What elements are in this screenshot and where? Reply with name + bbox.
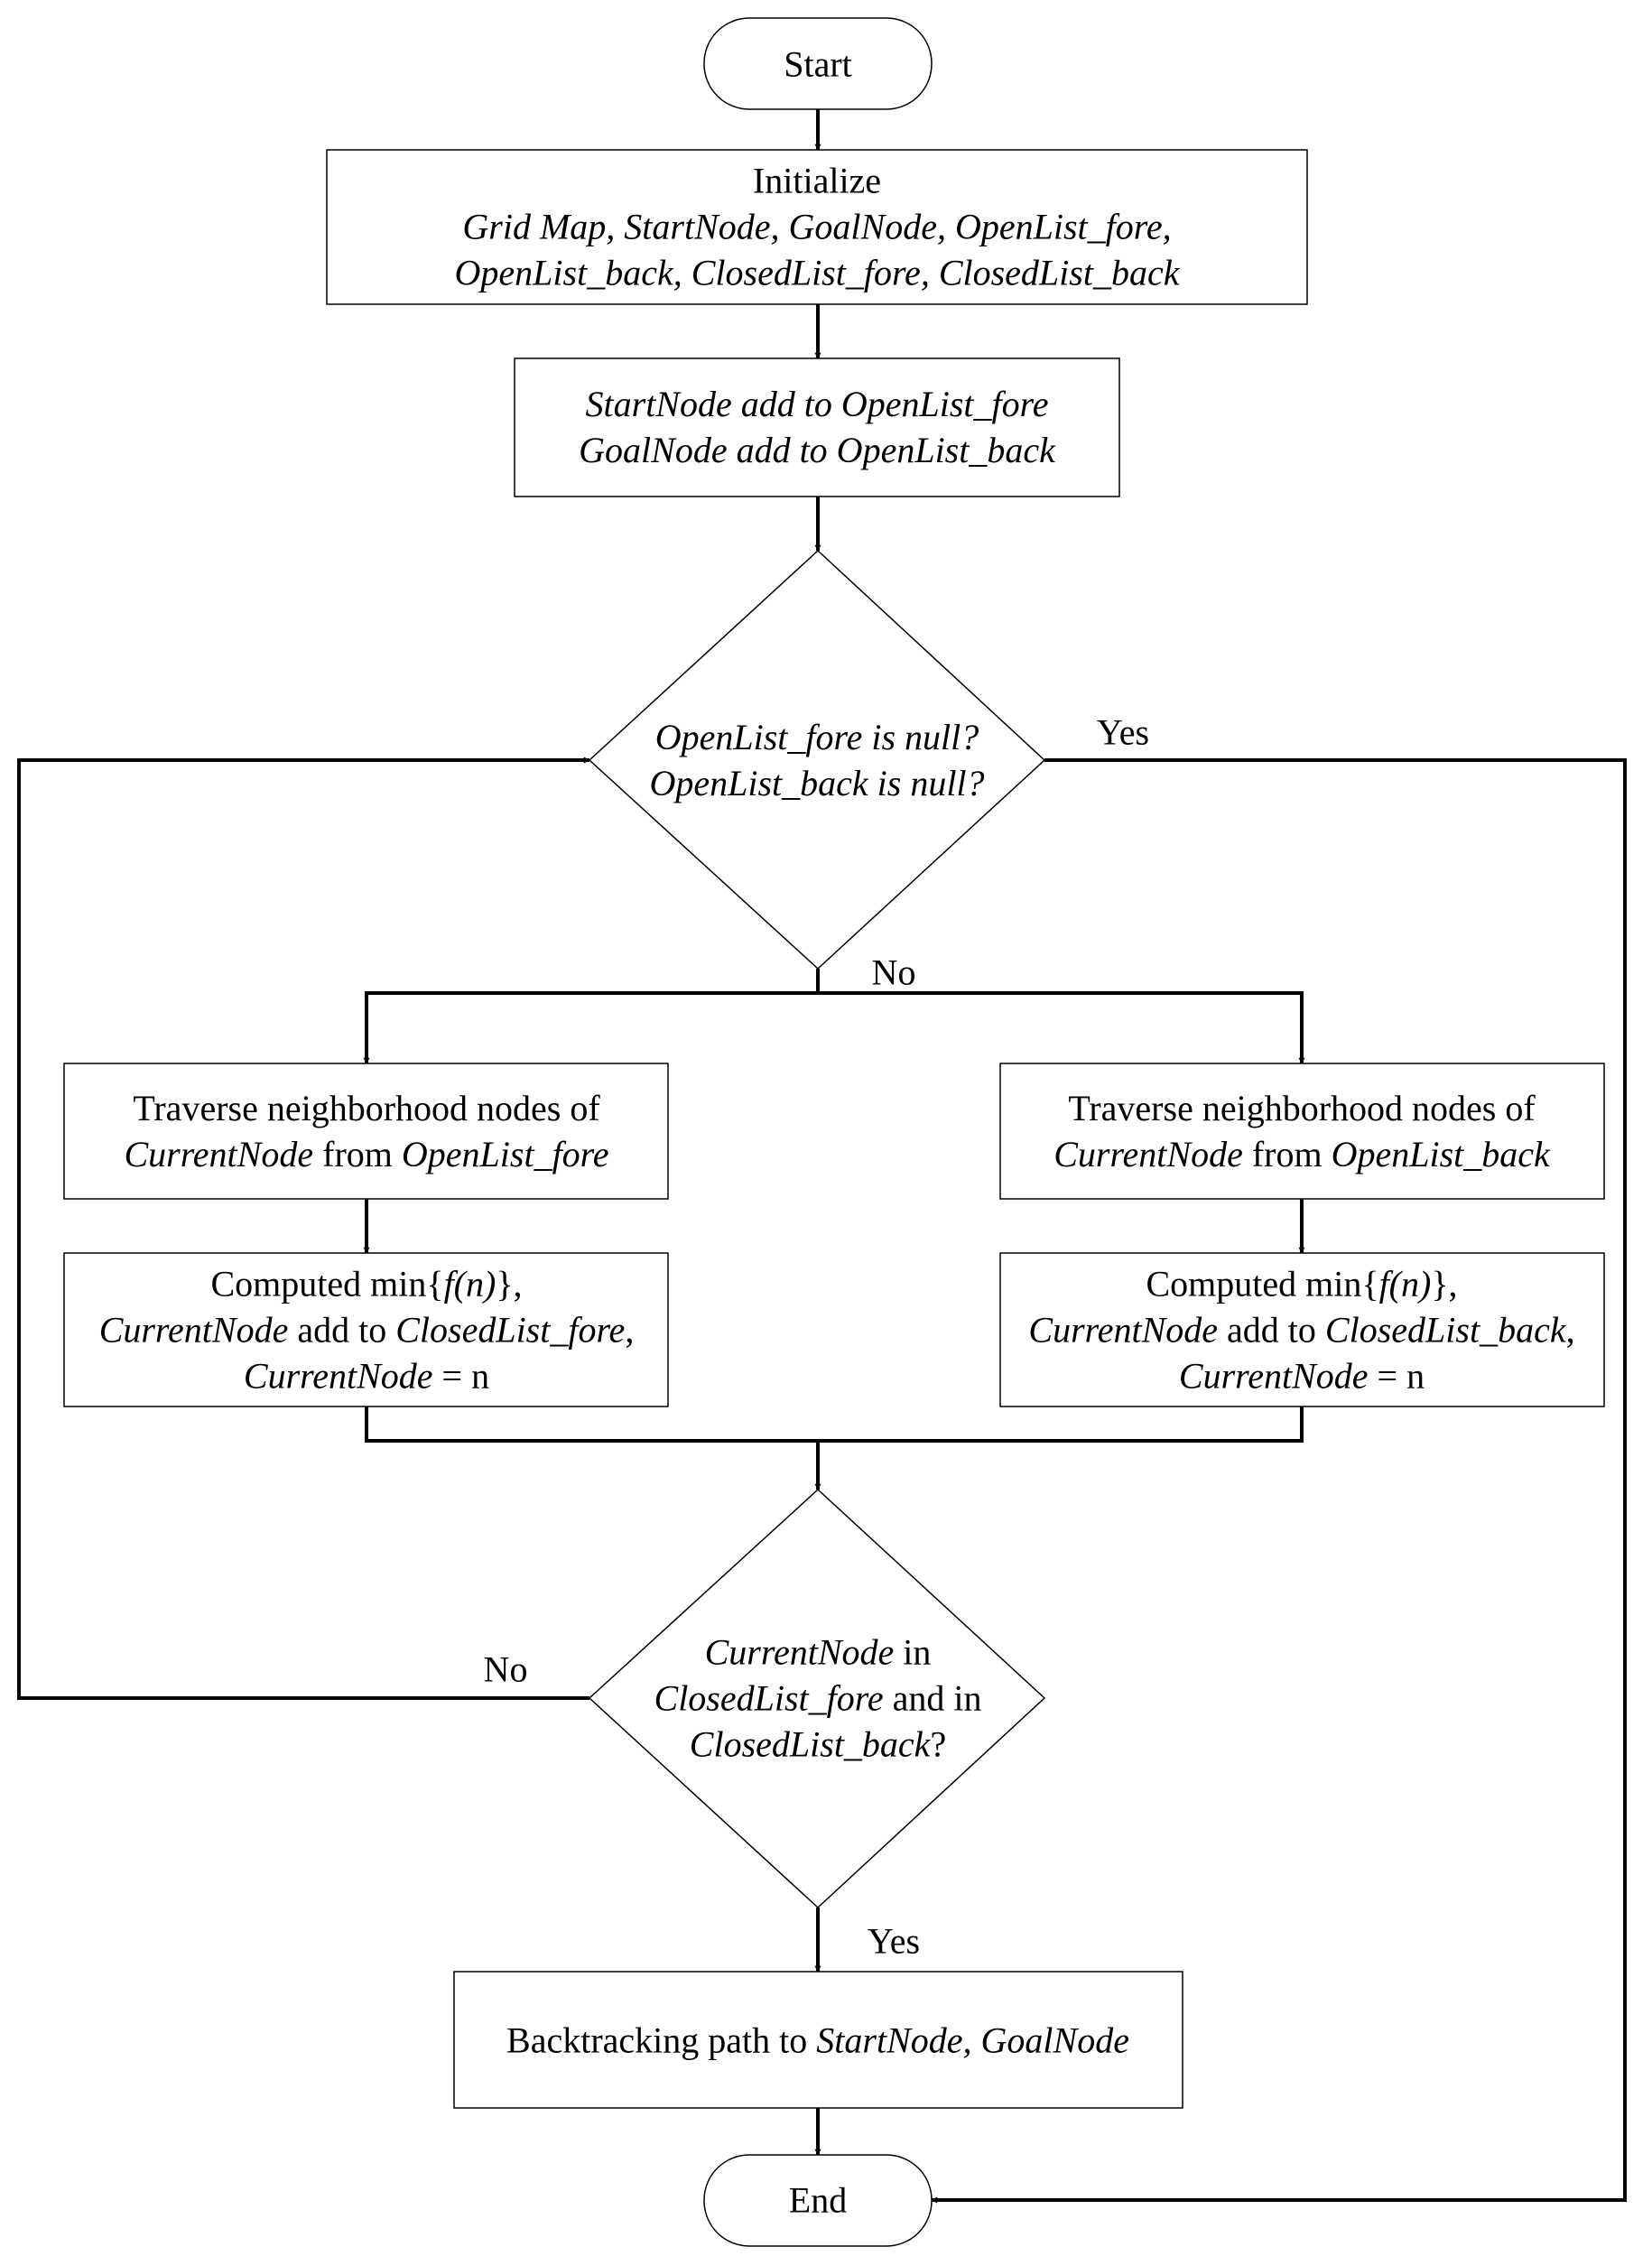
compute-fore-box-shape [63,1252,669,1407]
traverse-fore-list: OpenList_fore [401,1134,609,1174]
edge-label-yes-null: Yes [1096,711,1150,753]
compute-fore-line-3: CurrentNode = n [99,1353,635,1399]
compute-fore-equals: = n [432,1355,490,1397]
backtracking-targets: StartNode, GoalNode [816,2019,1129,2061]
closed-check-list-2: ClosedList_back [689,1723,931,1765]
compute-fore-func: f(n) [443,1263,497,1304]
connector-closed-no-loop [17,757,590,1700]
compute-back-list: ClosedList_back [1324,1309,1566,1351]
compute-fore-close: }, [496,1263,523,1304]
closed-check-line-3: ClosedList_back? [654,1722,982,1768]
traverse-back-label: Traverse neighborhood nodes of CurrentNo… [1053,1085,1550,1177]
closed-check-and-in: and in [883,1677,982,1719]
compute-back-label: Computed min{f(n)}, CurrentNode add to C… [1028,1261,1574,1399]
add-line-2: GoalNode add to OpenList_back [579,430,1055,470]
compute-back-line-1: Computed min{f(n)}, [1028,1261,1574,1307]
compute-back-comma: , [1565,1309,1575,1351]
compute-fore-label: Computed min{f(n)}, CurrentNode add to C… [99,1261,635,1399]
compute-fore-comma: , [625,1309,635,1351]
compute-back-line-2: CurrentNode add to ClosedList_back, [1028,1307,1574,1353]
traverse-back-list: OpenList_back [1331,1134,1550,1174]
connector-branch-to-traverse-fore [363,991,818,1064]
openlist-null-decision-label: OpenList_fore is null? OpenList_back is … [649,714,984,806]
end-text: End [788,2179,848,2221]
compute-fore-node-2: CurrentNode [243,1355,433,1397]
compute-fore-line-1: Computed min{f(n)}, [99,1261,635,1307]
compute-back-func: f(n) [1378,1263,1432,1304]
compute-back-equals: = n [1368,1355,1425,1397]
compute-back-line-3: CurrentNode = n [1028,1353,1574,1399]
closed-check-in: in [894,1631,932,1673]
traverse-fore-from: from [313,1134,402,1174]
backtracking-prefix: Backtracking path to [506,2019,817,2061]
initialize-line-3: OpenList_back, ClosedList_fore, ClosedLi… [454,252,1180,293]
edge-label-yes-closed: Yes [867,1920,921,1962]
compute-fore-computed: Computed min{ [210,1263,444,1304]
compute-fore-line-2: CurrentNode add to ClosedList_fore, [99,1307,635,1353]
add-line-1: StartNode add to OpenList_fore [585,384,1049,424]
closed-check-line-1: CurrentNode in [654,1629,982,1676]
initialize-box-label: Initialize Grid Map, StartNode, GoalNode… [455,158,1180,296]
traverse-fore-line-1: Traverse neighborhood nodes of [133,1088,600,1128]
closed-check-node: CurrentNode [704,1631,895,1673]
null-check-line-2: OpenList_back is null? [649,763,985,803]
connector-branch-to-traverse-back [818,991,1305,1064]
edge-label-no-closed: No [483,1648,528,1690]
backtracking-box-shape [453,1971,1183,2109]
null-check-line-1: OpenList_fore is null? [654,717,979,757]
traverse-back-line-1: Traverse neighborhood nodes of [1068,1088,1536,1128]
traverse-back-from: from [1242,1134,1332,1174]
compute-back-add-to: add to [1218,1309,1325,1351]
start-terminal-label: Start [784,42,852,88]
compute-back-close: }, [1431,1263,1458,1304]
initialize-line-2: Grid Map, StartNode, GoalNode, OpenList_… [462,206,1172,247]
initialize-box-shape [326,149,1308,305]
traverse-fore-node: CurrentNode [124,1134,314,1174]
add-to-openlists-label: StartNode add to OpenList_fore GoalNode … [579,381,1055,473]
compute-back-node-2: CurrentNode [1178,1355,1369,1397]
connector-null-yes-to-end [931,758,1627,2204]
traverse-fore-label: Traverse neighborhood nodes of CurrentNo… [124,1085,608,1177]
connector-compute-merge [365,1407,1304,1443]
backtracking-label: Backtracking path to StartNode, GoalNode [506,2018,1129,2064]
closed-check-line-2: ClosedList_fore and in [654,1676,982,1722]
compute-fore-node: CurrentNode [98,1309,289,1351]
initialize-title: Initialize [752,160,882,201]
edge-label-no-null: No [871,952,916,993]
traverse-fore-line-2: CurrentNode from OpenList_fore [124,1131,608,1177]
compute-fore-add-to: add to [288,1309,396,1351]
end-terminal-label: End [789,2177,847,2224]
start-text: Start [784,43,852,85]
closedlist-decision-label: CurrentNode in ClosedList_fore and in Cl… [654,1629,982,1768]
compute-back-computed: Computed min{ [1146,1263,1379,1304]
compute-fore-list: ClosedList_fore [395,1309,626,1351]
compute-back-node: CurrentNode [1028,1309,1219,1351]
traverse-back-node: CurrentNode [1053,1134,1243,1174]
closed-check-q: ? [930,1723,947,1765]
traverse-back-line-2: CurrentNode from OpenList_back [1053,1131,1550,1177]
closed-check-list-1: ClosedList_fore [654,1677,884,1719]
